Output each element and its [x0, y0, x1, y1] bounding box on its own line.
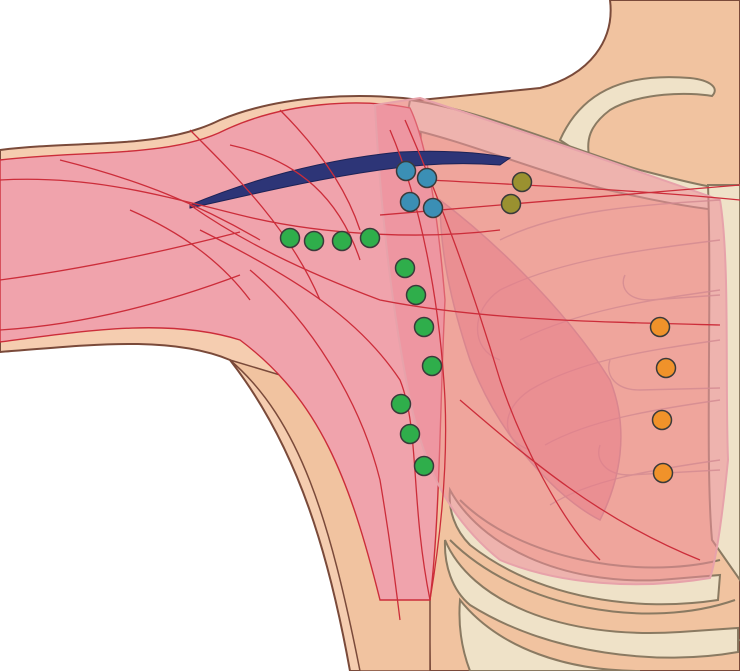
blue-marker-dot	[416, 167, 438, 189]
fiber-line	[279, 109, 361, 231]
blue-marker-dot	[395, 160, 417, 182]
fiber-line	[249, 269, 401, 621]
green-marker-dot	[413, 455, 435, 477]
fiber-line	[429, 179, 740, 201]
fiber-line	[199, 229, 431, 601]
rib	[499, 199, 721, 241]
pectoralis-minor	[439, 198, 622, 522]
green-marker-dot	[421, 355, 443, 377]
rib-band	[443, 539, 739, 659]
fiber-line	[459, 399, 701, 561]
fiber-line	[0, 274, 241, 331]
green-marker-dot	[359, 227, 381, 249]
olive-marker-dot	[511, 171, 533, 193]
rib	[608, 359, 721, 391]
marker-dots	[279, 160, 677, 484]
rib	[622, 274, 721, 301]
orange-marker-dot	[651, 409, 673, 431]
rib-band	[458, 597, 641, 671]
olive-marker-dot	[500, 193, 522, 215]
green-marker-dot	[331, 230, 353, 252]
fiber-line	[59, 159, 261, 241]
blue-marker-dot	[399, 191, 421, 213]
clavicle-bone	[558, 76, 716, 163]
green-marker-dot	[413, 316, 435, 338]
green-marker-dot	[279, 227, 301, 249]
fiber-line	[129, 209, 251, 301]
orange-marker-dot	[655, 357, 677, 379]
green-marker-dot	[405, 284, 427, 306]
fiber-line	[404, 119, 601, 561]
rib	[449, 539, 736, 615]
green-marker-dot	[390, 393, 412, 415]
fiber-line	[0, 231, 241, 281]
orange-marker-dot	[649, 316, 671, 338]
green-marker-dot	[303, 230, 325, 252]
orange-marker-dot	[652, 462, 674, 484]
axillary-vessel	[189, 150, 512, 209]
green-marker-dot	[394, 257, 416, 279]
fiber-line	[189, 129, 321, 301]
blue-marker-dot	[422, 197, 444, 219]
muscle-fibers	[0, 109, 740, 621]
green-marker-dot	[399, 423, 421, 445]
fiber-line	[189, 204, 721, 326]
